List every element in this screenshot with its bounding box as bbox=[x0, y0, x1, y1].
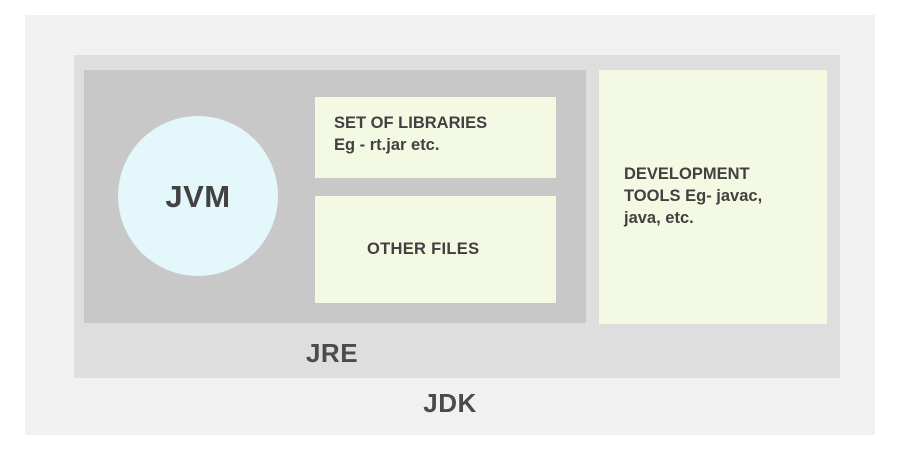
development-tools-box: DEVELOPMENT TOOLS Eg- javac, java, etc. bbox=[599, 70, 827, 324]
other-files-box: OTHER FILES bbox=[315, 196, 556, 303]
development-tools-text-line-1: DEVELOPMENT bbox=[624, 165, 750, 184]
libraries-text-line-2: Eg - rt.jar etc. bbox=[334, 135, 440, 154]
development-tools-text: DEVELOPMENT TOOLS Eg- javac, java, etc. bbox=[624, 164, 762, 229]
jre-container: JVM SET OF LIBRARIES Eg - rt.jar etc. OT… bbox=[74, 55, 840, 378]
libraries-text: SET OF LIBRARIES Eg - rt.jar etc. bbox=[334, 113, 537, 157]
libraries-box: SET OF LIBRARIES Eg - rt.jar etc. bbox=[315, 97, 556, 178]
development-tools-text-line-3: java, etc. bbox=[624, 208, 694, 227]
jvm-circle: JVM bbox=[118, 116, 278, 276]
jre-label: JRE bbox=[305, 338, 359, 368]
development-tools-text-line-2: TOOLS Eg- javac, bbox=[624, 187, 763, 206]
jdk-label: JDK bbox=[423, 388, 477, 418]
jre-runtime-group: JVM SET OF LIBRARIES Eg - rt.jar etc. OT… bbox=[84, 70, 586, 323]
jdk-container: JVM SET OF LIBRARIES Eg - rt.jar etc. OT… bbox=[25, 15, 875, 435]
other-files-label: OTHER FILES bbox=[367, 240, 480, 258]
jvm-label: JVM bbox=[165, 178, 231, 214]
libraries-text-line-1: SET OF LIBRARIES bbox=[334, 114, 488, 132]
